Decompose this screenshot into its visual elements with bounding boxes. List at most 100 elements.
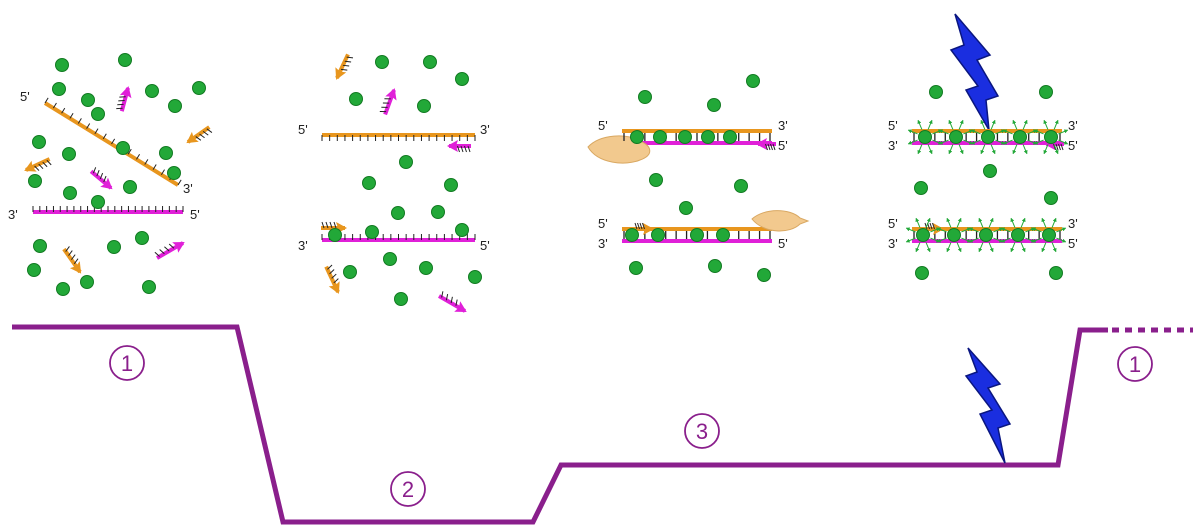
fluorescent-dye-dot xyxy=(328,228,342,242)
strand-end-label: 3' xyxy=(888,236,898,251)
fluorescent-dye-dot xyxy=(63,186,77,200)
fluorescence-emission-arrow xyxy=(1058,129,1069,135)
fluorescence-emission-arrow xyxy=(1041,217,1047,228)
fluorescent-dye-dot xyxy=(391,206,405,220)
fluorescent-dye-dot xyxy=(431,205,445,219)
fluorescent-dye-dot xyxy=(423,55,437,69)
svg-text:1: 1 xyxy=(121,351,133,376)
fluorescence-emission-arrow xyxy=(1033,129,1044,135)
fluorescent-dye-dot xyxy=(981,130,995,144)
primer-arrow-icon xyxy=(379,88,397,116)
base-tick xyxy=(61,107,66,114)
fluorescence-emission-arrow xyxy=(978,217,984,228)
fluorescent-dye-dot xyxy=(365,225,379,239)
temperature-profile-line xyxy=(12,324,1108,525)
fluorescence-emission-arrow xyxy=(1041,242,1047,253)
fluorescence-emission-arrow xyxy=(1002,129,1013,135)
fluorescent-dye-dot xyxy=(419,261,433,275)
fluorescence-emission-arrow xyxy=(958,119,964,130)
fluorescent-dye-dot xyxy=(916,228,930,242)
svg-text:1: 1 xyxy=(1129,352,1141,377)
fluorescent-dye-dot xyxy=(918,130,932,144)
fluorescence-emission-arrow xyxy=(927,119,933,130)
primer-arrow-icon xyxy=(438,291,467,313)
base-tick xyxy=(464,145,467,153)
fluorescence-emission-arrow xyxy=(1033,139,1044,145)
fluorescent-dye-dot xyxy=(678,130,692,144)
fluorescent-dye-dot xyxy=(734,179,748,193)
base-tick xyxy=(102,133,107,140)
base-tick xyxy=(929,222,933,230)
fluorescent-dye-dot xyxy=(1011,228,1025,242)
fluorescence-emission-arrow xyxy=(1056,237,1067,243)
base-tick xyxy=(327,264,333,270)
base-tick xyxy=(342,64,350,67)
base-tick xyxy=(195,136,202,141)
fluorescent-dye-dot xyxy=(80,275,94,289)
primer-arrow-icon xyxy=(335,53,354,80)
fluorescence-emission-arrow xyxy=(988,217,994,228)
base-tick xyxy=(384,98,391,100)
fluorescent-dye-dot xyxy=(708,259,722,273)
fluorescent-dye-dot xyxy=(394,292,408,306)
fluorescence-emission-arrow xyxy=(917,144,923,155)
fluorescence-emission-arrow xyxy=(958,144,964,155)
fluorescent-dye-dot xyxy=(947,228,961,242)
step-marker-1-left: 1 xyxy=(109,345,145,381)
fluorescence-emission-arrow xyxy=(970,139,981,145)
strand-end-label: 3' xyxy=(1068,216,1078,231)
strand-end-label: 3' xyxy=(1068,118,1078,133)
fluorescent-dye-dot xyxy=(651,228,665,242)
strand-end-label: 5' xyxy=(298,122,308,137)
fluorescence-emission-arrow xyxy=(948,119,954,130)
step-marker-1-right: 1 xyxy=(1117,346,1153,382)
fluorescent-dye-dot xyxy=(116,141,130,155)
base-tick xyxy=(321,221,325,229)
fluorescence-emission-arrow xyxy=(946,242,952,253)
fluorescent-dye-dot xyxy=(168,99,182,113)
fluorescent-dye-dot xyxy=(375,55,389,69)
base-tick xyxy=(1060,143,1064,151)
fluorescent-dye-dot xyxy=(145,84,159,98)
polymerase-enzyme-icon xyxy=(751,210,810,232)
base-tick xyxy=(325,221,329,229)
base-tick xyxy=(344,60,352,63)
fluorescent-dye-dot xyxy=(949,130,963,144)
base-tick xyxy=(46,159,52,166)
fluorescent-dye-dot xyxy=(91,195,105,209)
strand-end-label: 3' xyxy=(298,238,308,253)
base-tick xyxy=(199,133,205,139)
base-tick xyxy=(457,145,460,153)
base-tick xyxy=(154,251,160,257)
base-tick xyxy=(52,102,57,109)
fluorescence-emission-arrow xyxy=(1043,144,1049,155)
fluorescence-emission-arrow xyxy=(1031,237,1042,243)
fluorescent-dye-dot xyxy=(629,261,643,275)
step-marker-3: 3 xyxy=(684,413,720,449)
primer-arrow-icon xyxy=(186,125,213,144)
base-tick xyxy=(202,130,209,136)
base-tick xyxy=(99,172,104,180)
fluorescence-emission-arrow xyxy=(956,242,962,253)
fluorescent-dye-dot xyxy=(914,181,928,195)
strand-end-label: 5' xyxy=(20,89,30,104)
primer-arrow-icon xyxy=(447,140,471,153)
fluorescence-emission-arrow xyxy=(917,119,923,130)
fluorescent-dye-dot xyxy=(690,228,704,242)
primer-head xyxy=(385,88,397,101)
fluorescent-dye-dot xyxy=(52,82,66,96)
primer-head xyxy=(643,223,654,235)
fluorescence-emission-arrow xyxy=(907,139,918,145)
fluorescence-emission-arrow xyxy=(980,144,986,155)
fluorescent-dye-dot xyxy=(383,252,397,266)
base-tick xyxy=(333,221,337,229)
fluorescent-dye-dot xyxy=(929,85,943,99)
fluorescent-dye-dot xyxy=(455,72,469,86)
fluorescent-dye-dot xyxy=(349,92,363,106)
fluorescence-emission-arrow xyxy=(978,242,984,253)
base-tick xyxy=(924,222,928,230)
primer-arrow-icon xyxy=(324,264,340,294)
fluorescent-dye-dot xyxy=(1042,228,1056,242)
primer-arrow-icon xyxy=(116,86,132,112)
